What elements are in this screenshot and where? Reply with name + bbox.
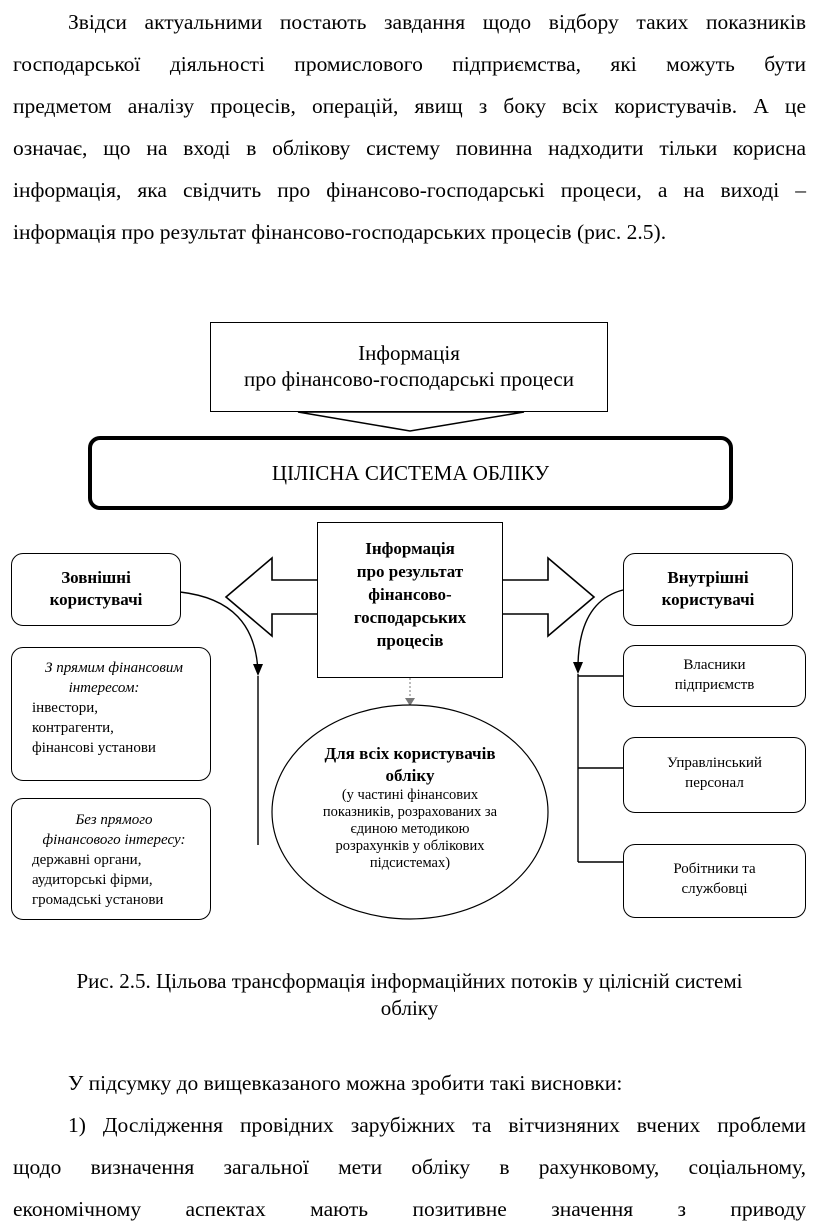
result-info-line: процесів: [376, 631, 444, 650]
paragraph-line: Звідси актуальними постають завдання щод…: [68, 10, 806, 34]
all-users-title-line: Для всіх користувачів: [324, 744, 496, 763]
all-users-description-line: підсистемах): [369, 855, 451, 871]
all-users-description: (у частині фінансових показників, розрах…: [290, 787, 530, 872]
all-users-ellipse: [271, 704, 549, 920]
figure-caption-line: обліку: [380, 996, 439, 1020]
input-info-line: Інформація: [358, 341, 460, 365]
internal-management-line: Управлінський: [667, 755, 762, 771]
external-users-box: Зовнішні користувачі: [11, 553, 181, 626]
internal-workers-box: Робітники та службовці: [623, 844, 806, 918]
internal-arrowhead: [573, 662, 583, 674]
direct-interest-title: З прямим фінансовим інтересом:: [18, 658, 210, 698]
no-direct-interest-title-line: фінансового інтересу:: [42, 832, 186, 848]
external-users-line: користувачі: [49, 590, 143, 609]
dotted-arrowhead: [405, 698, 415, 706]
input-info-line: про фінансово-господарські процеси: [244, 367, 574, 391]
internal-owners-line: Власники: [683, 657, 746, 673]
paragraph-line: господарської діяльності промислового пі…: [13, 52, 806, 76]
paragraph-line: У підсумку до вищевказаного можна зробит…: [68, 1071, 623, 1095]
direct-interest-item: контрагенти,: [32, 720, 114, 736]
down-arrow: [297, 411, 525, 432]
internal-users-line: користувачі: [661, 590, 755, 609]
paragraph-line: інформація, яка свідчить про фінансово-г…: [13, 178, 806, 202]
paragraph-line: 1) Дослідження провідних зарубіжних та в…: [68, 1113, 806, 1137]
internal-owners-line: підприємств: [674, 677, 755, 693]
direct-interest-box: З прямим фінансовим інтересом: інвестори…: [11, 647, 211, 781]
all-users-description-line: (у частині фінансових: [341, 787, 479, 803]
no-direct-interest-title: Без прямого фінансового інтересу:: [18, 810, 210, 850]
intro-paragraph: Звідси актуальними постають завдання щод…: [13, 1, 806, 253]
internal-users-box: Внутрішні користувачі: [623, 553, 793, 626]
result-info-box: Інформація про результат фінансово- госп…: [317, 522, 503, 678]
internal-workers-line: Робітники та: [673, 861, 756, 877]
all-users-description-line: показників, розрахованих за: [322, 804, 498, 820]
paragraph-line: інформація про результат фінансово-госпо…: [13, 220, 667, 244]
result-info-line: фінансово-: [368, 585, 452, 604]
no-direct-interest-item: аудиторські фірми,: [32, 872, 153, 888]
internal-workers-line: службовці: [681, 881, 748, 897]
direct-interest-item: фінансові установи: [32, 740, 156, 756]
conclusion-intro: У підсумку до вищевказаного можна зробит…: [13, 1062, 806, 1104]
internal-curve-arrow: [577, 589, 624, 665]
all-users-description-line: розрахунків у облікових: [335, 838, 485, 854]
external-arrowhead: [253, 664, 263, 676]
internal-owners-box: Власники підприємств: [623, 645, 806, 707]
direct-interest-title-line: З прямим фінансовим: [45, 660, 183, 676]
integrated-system-title: ЦІЛІСНА СИСТЕМА ОБЛІКУ: [271, 461, 550, 485]
input-info-box: Інформація про фінансово-господарські пр…: [210, 322, 608, 412]
no-direct-interest-title-line: Без прямого: [75, 812, 153, 828]
no-direct-interest-item: державні органи,: [32, 852, 142, 868]
all-users-title-line: обліку: [385, 766, 435, 785]
paragraph-line: щодо визначення загальної мети обліку в …: [13, 1155, 806, 1179]
internal-management-line: персонал: [685, 775, 744, 791]
paragraph-line: економічному аспектах мають позитивне зн…: [13, 1197, 806, 1221]
no-direct-interest-item: громадські установи: [32, 892, 164, 908]
integrated-system-box: ЦІЛІСНА СИСТЕМА ОБЛІКУ: [88, 436, 733, 510]
internal-management-box: Управлінський персонал: [623, 737, 806, 813]
external-users-line: Зовнішні: [61, 568, 131, 587]
result-info-line: господарських: [353, 608, 467, 627]
figure-caption: Рис. 2.5. Цільова трансформація інформац…: [13, 968, 806, 1022]
external-curve-arrow: [179, 591, 259, 673]
no-direct-interest-box: Без прямого фінансового інтересу: держав…: [11, 798, 211, 920]
all-users-description-line: єдиною методикою: [350, 821, 470, 837]
direct-interest-title-line: інтересом:: [68, 680, 140, 696]
result-info-line: Інформація: [365, 539, 455, 558]
all-users-text: Для всіх користувачів обліку (у частині …: [290, 743, 530, 872]
all-users-title: Для всіх користувачів обліку: [290, 743, 530, 787]
result-info-line: про результат: [356, 562, 464, 581]
internal-users-line: Внутрішні: [667, 568, 749, 587]
paragraph-line: означає, що на вході в облікову систему …: [13, 136, 806, 160]
conclusion-paragraph: 1) Дослідження провідних зарубіжних та в…: [13, 1104, 806, 1230]
figure-caption-line: Рис. 2.5. Цільова трансформація інформац…: [76, 969, 743, 993]
paragraph-line: предметом аналізу процесів, операцій, яв…: [13, 94, 806, 118]
direct-interest-item: інвестори,: [32, 700, 99, 716]
